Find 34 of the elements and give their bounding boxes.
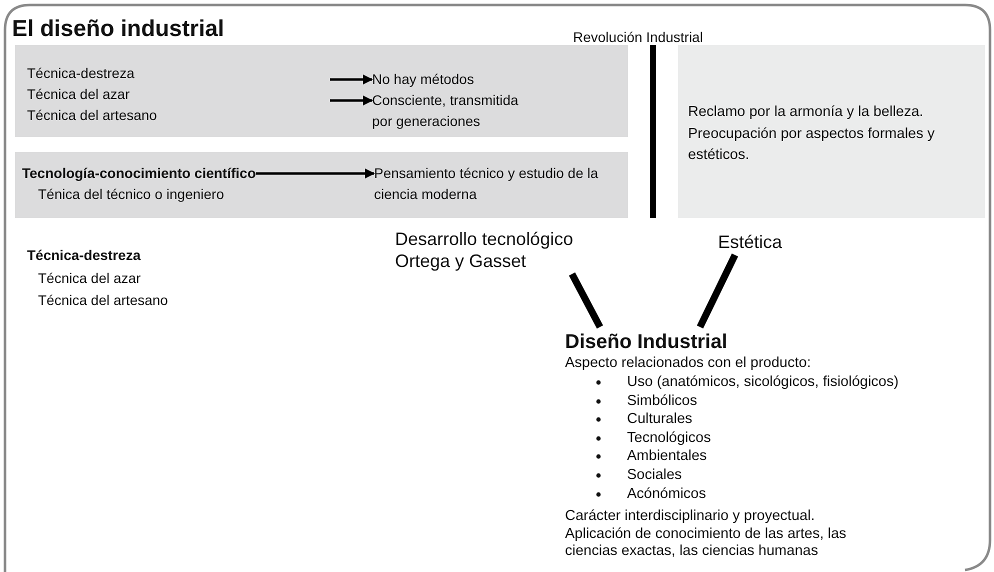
text-panel: Reclamo por la armonía y la belleza. Preocupación por aspectos formales y estéticos. (678, 45, 985, 218)
arrow (256, 168, 375, 178)
node-text: Técnica-destreza (27, 64, 136, 83)
list-item: Simbólicos (627, 392, 698, 409)
panel-box (15, 152, 628, 218)
text-label: Técnica del artesano (38, 291, 168, 310)
panel-box (15, 45, 628, 137)
text-label: Técnica-destreza (27, 246, 141, 265)
text-label: Técnica del azar (38, 269, 141, 288)
node-text: Técnica del artesano (27, 106, 158, 125)
node-text: Carácter interdisciplinario y proyectual. (565, 508, 816, 526)
connector-line (568, 272, 604, 329)
node-text: Aspecto relacionados con el producto: (565, 354, 811, 373)
node-text: No hay métodos (372, 70, 475, 89)
node-text: Consciente, transmitida por generaciones (372, 91, 520, 131)
node-text: Desarrollo tecnológico Ortega y Gasset (395, 228, 574, 272)
node-text: Aplicación de conocimiento de las artes, las ciencias exactas, las ciencias humanas (565, 526, 848, 561)
node-text: Pensamiento técnico y estudio de la ciencia moderna (374, 164, 599, 204)
section-heading: Diseño Industrial (565, 330, 728, 354)
period-label: Revolución Industrial (573, 29, 703, 45)
list-item: Tecnológicos (627, 430, 711, 446)
list-item: Culturales (627, 411, 692, 428)
list-item: Ambientales (627, 448, 707, 464)
node-text: Estética (718, 231, 784, 253)
heading-text: Tecnología-conocimiento científico (22, 164, 256, 183)
node-text: Ténica del técnico o ingeniero (37, 185, 226, 204)
node-text: Técnica del azar (27, 85, 131, 104)
list-item: Sociales (627, 466, 682, 483)
diagram-title: El diseño industrial (12, 14, 224, 42)
connector-line (696, 253, 738, 329)
arrow (330, 74, 373, 84)
arrow (330, 96, 373, 106)
list-item: Acónómicos (627, 486, 706, 502)
list-item: Uso (anatómicos, sicológicos, fisiológicos) (627, 374, 899, 390)
